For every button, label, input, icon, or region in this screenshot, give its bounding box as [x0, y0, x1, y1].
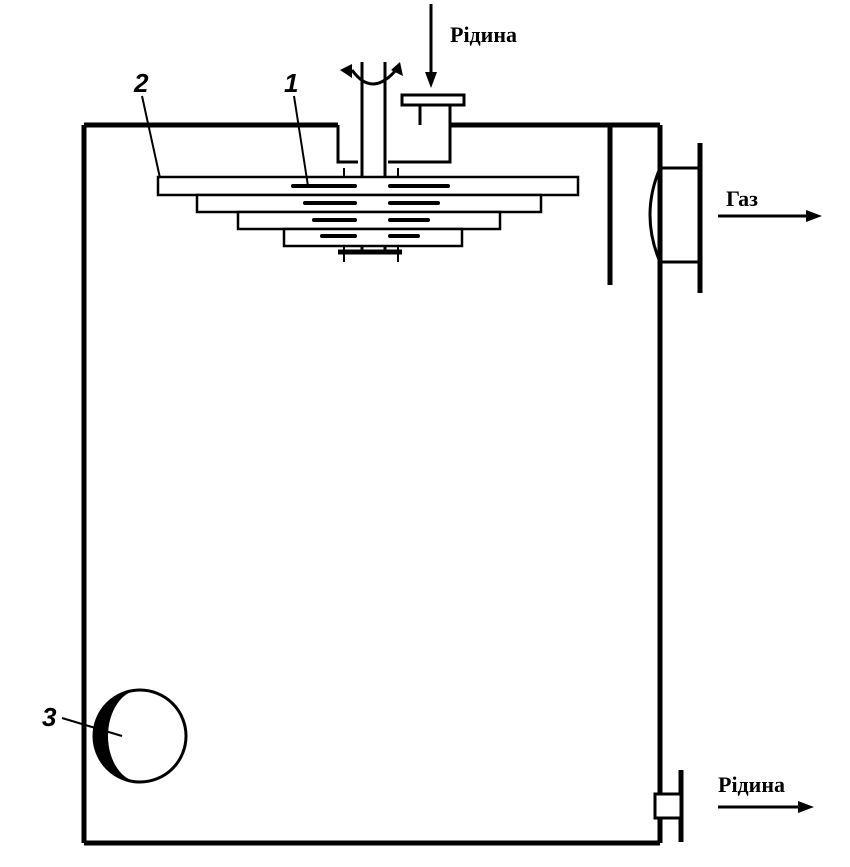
liquid-outlet-nozzle	[653, 770, 684, 842]
inlet-flange	[400, 93, 466, 107]
leader-line-2	[141, 95, 161, 179]
leader-line-3	[61, 717, 123, 737]
liquid-outlet-pipe	[653, 792, 683, 820]
housing-left	[336, 125, 358, 164]
label-item-3: 3	[42, 702, 57, 732]
label-item-2: 2	[133, 68, 149, 98]
plate-1	[156, 175, 580, 197]
label-gas-out: Газ	[726, 186, 758, 211]
distributor-plates	[156, 175, 580, 248]
label-liquid-in: Рідина	[450, 22, 517, 47]
gas-outlet-arrow-icon	[718, 210, 822, 222]
plate-3	[236, 210, 502, 231]
liquid-outlet-arrow-icon	[718, 801, 814, 813]
sight-glass-shade	[94, 690, 140, 782]
liquid-inlet-arrow-icon	[425, 4, 437, 88]
plate-4	[282, 227, 464, 248]
rotor-blades	[291, 184, 450, 238]
leader-line-1	[293, 95, 309, 187]
gas-pipe-curve	[648, 167, 662, 263]
rotor-housing	[336, 125, 358, 164]
label-liquid-out: Рідина	[718, 772, 785, 797]
label-item-1: 1	[284, 68, 298, 98]
liquid-inlet-pipe	[388, 93, 466, 164]
gas-outlet-nozzle	[648, 143, 703, 293]
rotation-arrow-icon	[340, 62, 403, 86]
rotation-arrowhead	[391, 62, 403, 76]
sight-glass	[92, 688, 188, 784]
rotation-arc	[350, 69, 398, 86]
vessel	[81, 122, 663, 846]
plate-2	[195, 193, 543, 214]
inlet-pipe-right	[388, 105, 452, 164]
rotation-arrowhead-left	[340, 64, 352, 78]
